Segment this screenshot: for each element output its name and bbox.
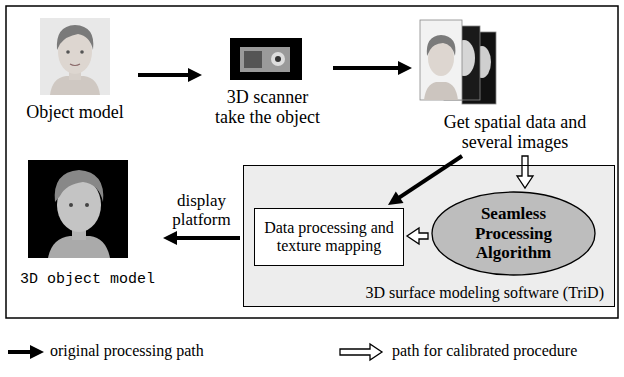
group-label: 3D surface modeling software (TriD) (366, 284, 604, 302)
ellipse-shape (432, 192, 595, 275)
picture-node: 3D object model (15, 155, 160, 288)
node-text: Object model (26, 102, 123, 123)
picture-ground (28, 160, 128, 258)
picture-node: Object model (15, 15, 135, 123)
scanner-panel (244, 51, 262, 68)
eye (66, 50, 70, 54)
shoulders (424, 82, 458, 100)
legend-text: original processing path (50, 342, 204, 360)
edge-label: display platform (162, 191, 242, 230)
eye (80, 50, 84, 54)
legend-hollow-arrow (340, 344, 382, 360)
hair (55, 170, 104, 202)
calibrated-path-arrow (407, 228, 428, 244)
connector-line (175, 236, 240, 240)
connector-line (138, 73, 190, 77)
node-text: 3D scanner take the object (212, 87, 324, 128)
node-text: Data processing and texture mapping (259, 219, 399, 256)
software-group-box: 3D surface modeling software (TriD) Data … (243, 165, 615, 307)
arrowhead (388, 191, 404, 205)
scanner-body (240, 47, 290, 72)
legend-text: path for calibrated procedure (392, 342, 577, 360)
scanner-lens (275, 56, 281, 62)
arrowhead (188, 68, 202, 82)
3d-model-picture (28, 160, 128, 258)
picture-node: 3D scanner take the object (205, 30, 330, 128)
outer-frame (6, 6, 618, 318)
node-text: Get spatial data and several images (423, 112, 608, 153)
hair (57, 25, 94, 50)
eye (69, 203, 73, 207)
processing-path-arrow (388, 156, 462, 205)
hollow-arrow (407, 228, 428, 244)
node-text: Seamless Processing Algorithm (459, 204, 569, 263)
picture-node: Get spatial data and several images (415, 15, 615, 153)
algorithm-ellipse: Seamless Processing Algorithm (431, 191, 596, 276)
mouth (70, 64, 80, 66)
processing-path-arrow (333, 61, 412, 75)
connector-line (398, 156, 462, 198)
processing-path-arrow (163, 231, 240, 245)
node-text: 3D object model (20, 271, 155, 288)
picture-ground (40, 18, 110, 95)
legend-solid-arrowhead (30, 345, 44, 359)
picture-ground (230, 38, 302, 80)
eye (85, 203, 89, 207)
processing-path-arrow (138, 68, 202, 82)
legend-solid-arrow (8, 350, 32, 354)
process-box: Data processing and texture mapping (254, 208, 404, 266)
object-model-picture (40, 18, 110, 95)
arrowhead (163, 231, 177, 245)
scanner-lens (271, 52, 285, 66)
group-fill (243, 165, 615, 307)
image-frame (420, 20, 462, 100)
arrowhead (398, 61, 412, 75)
hair (427, 35, 456, 56)
hollow-arrow (517, 156, 533, 188)
connector-line (333, 66, 400, 70)
calibrated-path-arrow (517, 156, 533, 188)
scanner-picture (230, 38, 302, 80)
image-stack-picture (420, 20, 496, 104)
